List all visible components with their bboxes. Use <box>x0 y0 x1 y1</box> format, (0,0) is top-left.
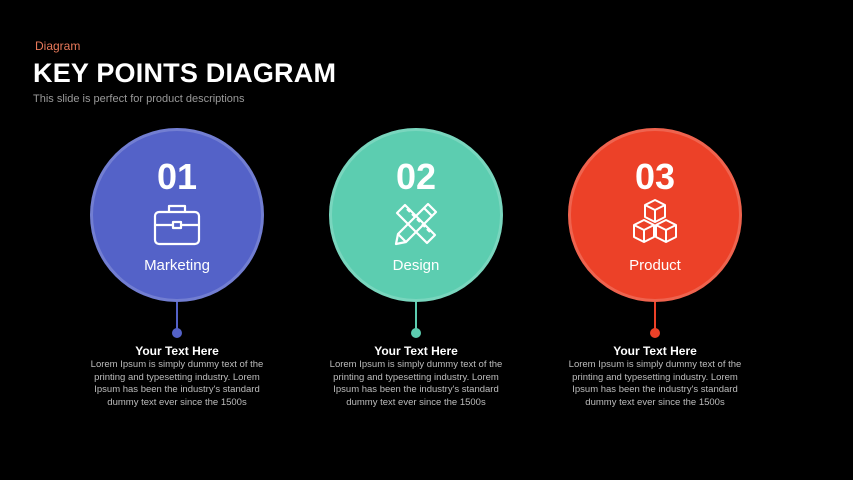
point-label: Marketing <box>144 257 210 274</box>
slide-category-label: Diagram <box>35 39 81 53</box>
connector-line <box>176 302 178 330</box>
point-circle: 01 Marketing <box>90 128 264 302</box>
point-label: Design <box>392 257 440 274</box>
point-number: 02 <box>395 156 437 197</box>
page-subtitle: This slide is perfect for product descri… <box>33 93 245 105</box>
point-heading: Your Text Here <box>374 344 458 358</box>
connector-dot <box>411 328 421 338</box>
point-description: Lorem Ipsum is simply dummy text of the … <box>568 359 742 408</box>
connector-line <box>415 302 417 330</box>
pencil-ruler-icon <box>394 202 438 246</box>
point-description: Lorem Ipsum is simply dummy text of the … <box>329 359 503 408</box>
point-circle: 02 Design <box>329 128 503 302</box>
point-number: 01 <box>156 156 198 197</box>
point-circle: 03 Product <box>568 128 742 302</box>
point-label: Product <box>629 257 681 274</box>
connector-dot <box>172 328 182 338</box>
page-title: KEY POINTS DIAGRAM <box>33 58 337 88</box>
point-number: 03 <box>634 156 676 197</box>
point-heading: Your Text Here <box>135 344 219 358</box>
point-heading: Your Text Here <box>613 344 697 358</box>
key-point-design: 02 Design Your Text Here Lorem Ipsum is … <box>326 128 506 428</box>
connector-line <box>654 302 656 330</box>
briefcase-icon <box>153 204 201 246</box>
connector-dot <box>650 328 660 338</box>
point-description: Lorem Ipsum is simply dummy text of the … <box>90 359 264 408</box>
cubes-icon <box>633 199 677 243</box>
key-point-marketing: 01 Marketing Your Text Here Lorem Ipsum … <box>87 128 267 428</box>
key-point-product: 03 Product Your Text Here Lorem Ipsum is… <box>565 128 745 428</box>
